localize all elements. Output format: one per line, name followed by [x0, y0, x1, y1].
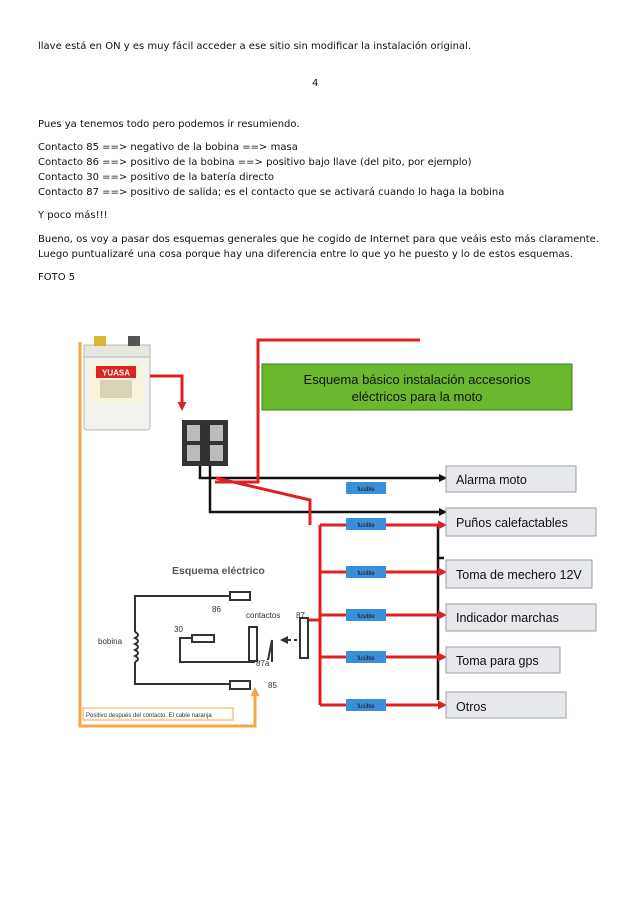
contact-line-87: Contacto 87 ==> positivo de salida; es e… — [38, 187, 505, 198]
svg-text:Toma para gps: Toma para gps — [456, 654, 539, 668]
summary-line: Pues ya tenemos todo pero podemos ir res… — [38, 119, 300, 130]
schema-arrow-icon — [280, 636, 288, 644]
output-box-mechero: Toma de mechero 12V — [445, 559, 593, 589]
diagram-title-box — [261, 363, 573, 411]
battery-icon: YUASA — [83, 336, 151, 431]
output-box-indicador: Indicador marchas — [445, 603, 597, 632]
svg-text:fusible: fusible — [357, 614, 375, 620]
page-number: 4 — [312, 78, 319, 89]
svg-text:Indicador marchas: Indicador marchas — [456, 611, 559, 625]
svg-text:contactos: contactos — [246, 611, 280, 620]
diagram-title-line2: eléctricos para la moto — [352, 389, 483, 404]
svg-text:87a: 87a — [256, 659, 270, 668]
output-box-punos: Puños calefactables — [445, 507, 597, 537]
foto-label: FOTO 5 — [38, 272, 76, 283]
output-box-otros: Otros — [445, 691, 567, 719]
contact-line-30: Contacto 30 ==> positivo de la batería d… — [38, 172, 275, 183]
relay-icon — [182, 420, 228, 466]
svg-text:Alarma moto: Alarma moto — [456, 473, 527, 487]
schema-title: Esquema eléctrico — [172, 565, 265, 577]
svg-text:fusible: fusible — [357, 704, 375, 710]
contact-line-85: Contacto 85 ==> negativo de la bobina ==… — [38, 142, 298, 153]
svg-text:Toma de mechero 12V: Toma de mechero 12V — [456, 568, 582, 582]
svg-text:30: 30 — [174, 625, 183, 634]
diagram-title-line1: Esquema básico instalación accesorios — [304, 372, 531, 387]
svg-text:fusible: fusible — [357, 523, 375, 529]
contact-line-86: Contacto 86 ==> positivo de la bobina ==… — [38, 157, 472, 168]
y-poco-line: Y poco más!!! — [38, 210, 108, 221]
orange-wire — [78, 342, 260, 728]
svg-text:Otros: Otros — [456, 700, 487, 714]
output-box-gps: Toma para gps — [445, 646, 561, 674]
relay-schema — [132, 591, 309, 690]
fuse-boxes: fusible fusible fusible fusible fusible … — [346, 482, 386, 711]
orange-note-box — [82, 707, 234, 721]
bueno-line-2: Luego puntualizaré una cosa porque hay u… — [38, 249, 573, 260]
red-wire-battery — [150, 374, 187, 411]
svg-text:fusible: fusible — [357, 487, 375, 493]
svg-text:fusible: fusible — [357, 571, 375, 577]
svg-text:85: 85 — [268, 681, 277, 690]
svg-text:fusible: fusible — [357, 656, 375, 662]
svg-text:YUASA: YUASA — [102, 369, 130, 378]
bueno-line-1: Bueno, os voy a pasar dos esquemas gener… — [38, 234, 599, 245]
svg-text:86: 86 — [212, 605, 221, 614]
intro-line: llave está en ON y es muy fácil acceder … — [38, 41, 472, 52]
svg-text:Positivo después del contacto.: Positivo después del contacto. El cable … — [86, 713, 212, 719]
svg-text:Puños calefactables: Puños calefactables — [456, 516, 568, 530]
svg-text:87: 87 — [296, 611, 305, 620]
output-box-alarma: Alarma moto — [445, 465, 577, 493]
svg-text:bobina: bobina — [98, 637, 123, 646]
